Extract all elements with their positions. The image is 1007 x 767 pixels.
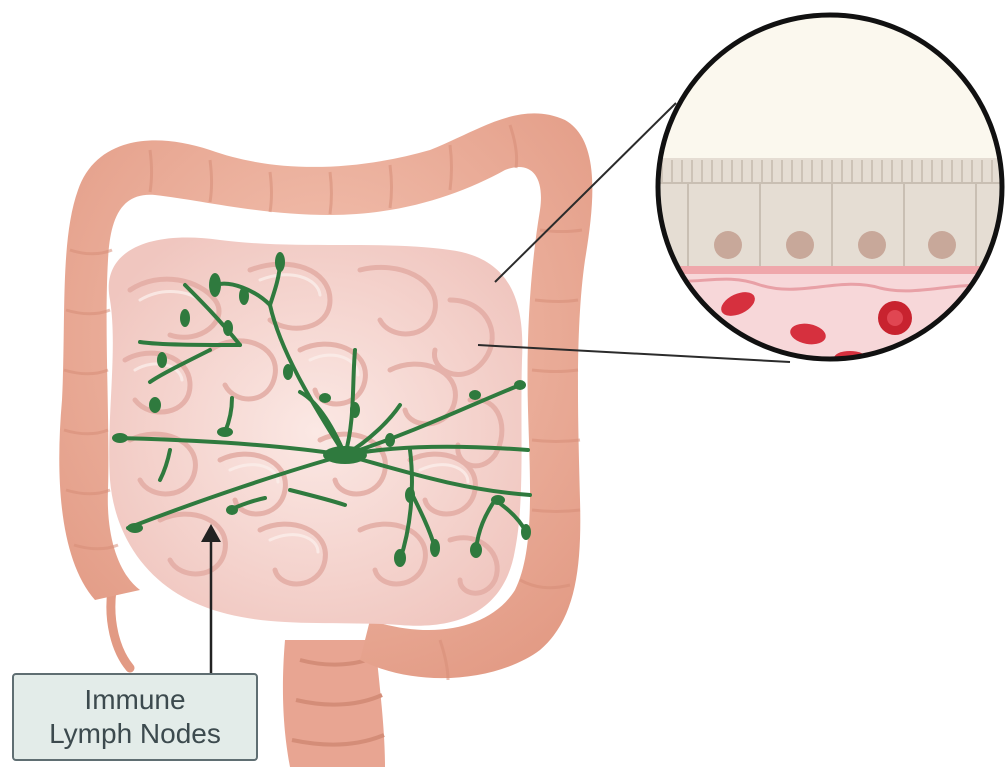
- label-line-2: Lymph Nodes: [49, 717, 221, 751]
- microvilli: [662, 160, 1002, 182]
- lymph-nodes-label: Immune Lymph Nodes: [12, 673, 258, 761]
- appendix: [111, 590, 130, 668]
- magnified-epithelium-circle: [650, 10, 1007, 374]
- epithelial-cell-layer: [650, 158, 1007, 270]
- small-intestine: [109, 238, 523, 626]
- label-line-1: Immune: [84, 683, 185, 717]
- basement-membrane: [650, 266, 1007, 274]
